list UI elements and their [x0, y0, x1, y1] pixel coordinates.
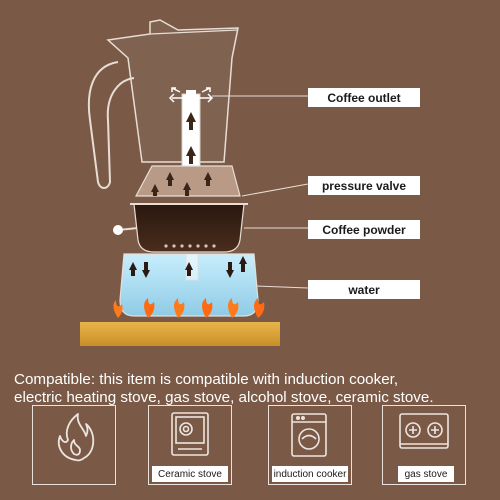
- compatibility-line-2: electric heating stove, gas stove, alcoh…: [14, 389, 434, 406]
- ceramic-stove-icon: [171, 412, 209, 456]
- gas-stove-caption: gas stove: [398, 466, 454, 482]
- induction-cooker-caption: induction cooker: [272, 466, 348, 482]
- stove-tile-gas: [382, 405, 466, 485]
- compatibility-line-1: Compatible: this item is compatible with…: [14, 371, 399, 388]
- stove-tile-induction: [268, 405, 352, 485]
- upper-chamber-outline: [106, 19, 239, 163]
- basket-holes: [164, 244, 216, 248]
- up-arrows-collector: [151, 172, 212, 196]
- down-arrows-water: [142, 262, 234, 278]
- ceramic-stove-caption: Ceramic stove: [152, 466, 228, 482]
- leader-lines: [212, 95, 309, 289]
- coffee-outlet-label: Coffee outlet: [308, 88, 420, 107]
- pressure-valve-knob: [113, 225, 123, 235]
- pot-handle: [87, 61, 135, 189]
- water-label: water: [308, 280, 420, 299]
- induction-cooker-icon: [291, 413, 327, 457]
- pressure-valve-label: pressure valve: [308, 176, 420, 195]
- up-arrows-water: [129, 256, 247, 276]
- stove-base: [80, 322, 280, 346]
- collector-chamber: [135, 165, 241, 197]
- flames: [113, 298, 265, 318]
- coffee-powder-label: Coffee powder: [308, 220, 420, 239]
- stove-tile-ceramic: [148, 405, 232, 485]
- up-arrows-tube: [186, 112, 196, 164]
- outlet-arrows: [168, 87, 214, 103]
- stove-tile-flame: [32, 405, 116, 485]
- compatibility-text: Compatible: this item is compatible with…: [14, 371, 486, 407]
- coffee-basket: [133, 203, 245, 253]
- flame-icon: [57, 413, 95, 462]
- gas-stove-icon: [399, 413, 449, 449]
